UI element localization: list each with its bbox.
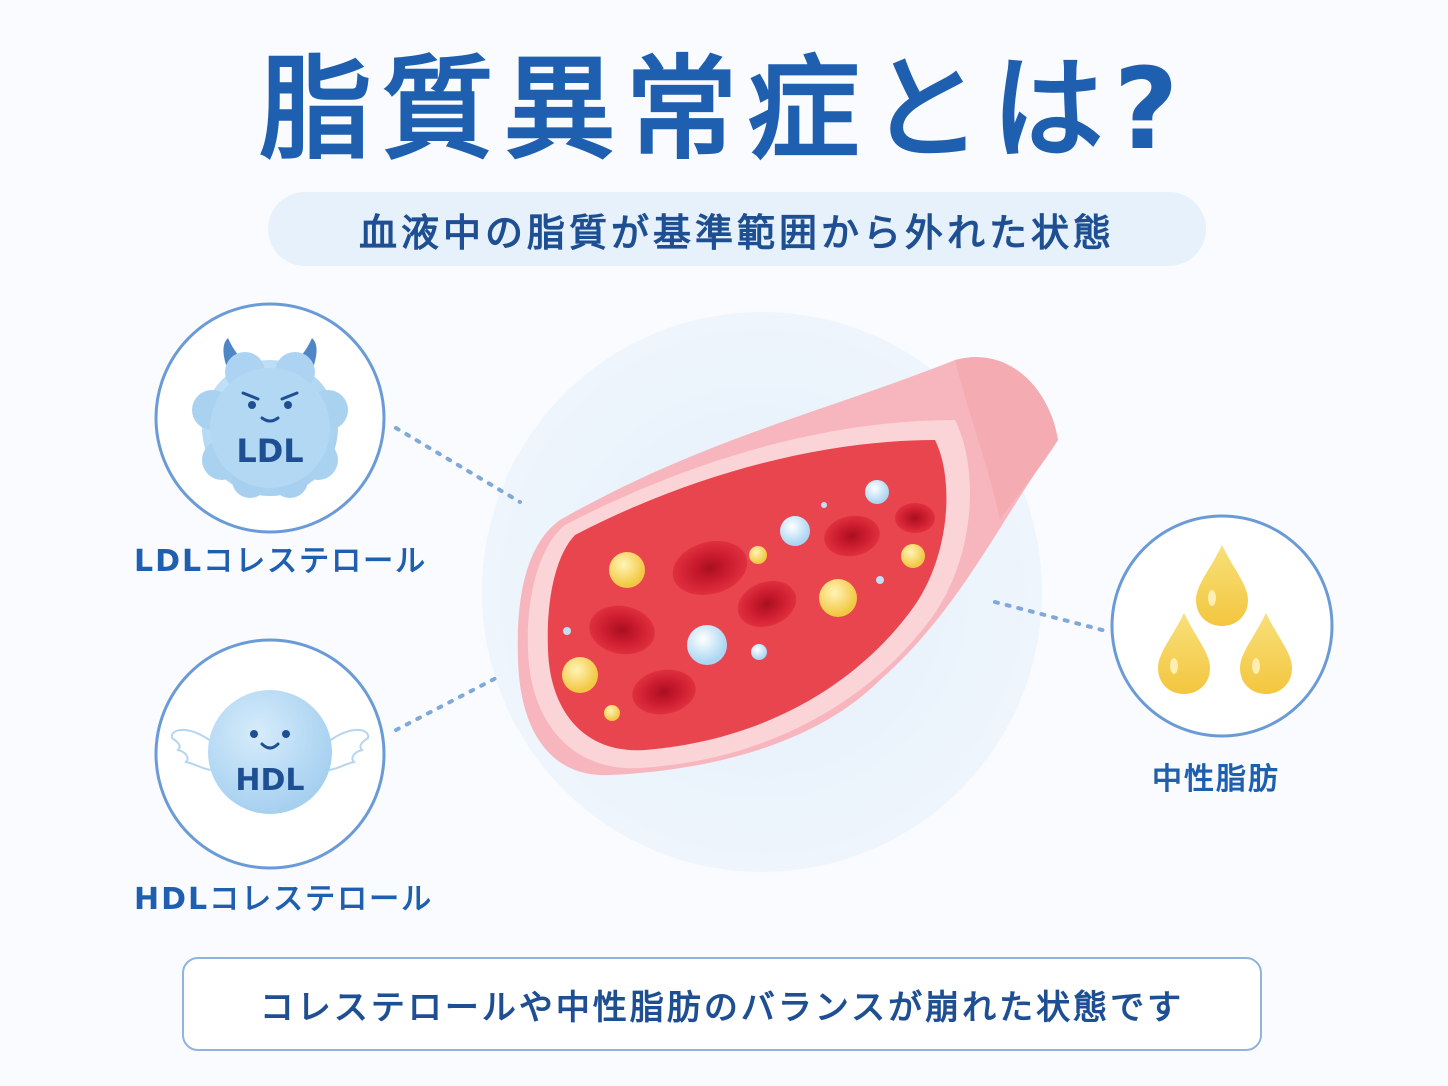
triglyceride-circle — [1110, 514, 1334, 738]
triglyceride-caption: 中性脂肪 — [1152, 762, 1280, 797]
ldl-caption: LDLコレステロール — [134, 544, 428, 579]
hdl-caption: HDLコレステロール — [134, 882, 434, 917]
bubble — [876, 576, 884, 584]
rbc — [632, 669, 696, 715]
bubble — [780, 516, 810, 546]
blood-vessel-icon — [517, 357, 1058, 776]
rbc — [589, 605, 655, 655]
hdl-badge-text: HDL — [235, 763, 304, 798]
red-blood-cells — [589, 503, 935, 715]
angel-ball-icon — [170, 690, 370, 814]
oil-drops-icon — [1158, 545, 1292, 694]
rbc — [672, 541, 748, 595]
rbc — [737, 580, 797, 628]
bubbles — [563, 480, 889, 665]
bottom-note-text: コレステロールや中性脂肪のバランスが崩れた状態です — [259, 987, 1185, 1028]
hdl-circle: HDL — [154, 638, 386, 870]
bubble — [821, 502, 827, 508]
subtitle-text: 血液中の脂質が基準範囲から外れた状態 — [358, 210, 1115, 255]
fat-particle — [901, 544, 925, 568]
fat-particle — [749, 546, 767, 564]
bottom-note-box: コレステロールや中性脂肪のバランスが崩れた状態です — [182, 957, 1262, 1051]
bubble — [865, 480, 889, 504]
rbc — [895, 503, 935, 533]
bubble — [563, 627, 571, 635]
page-title: 脂質異常症とは? — [259, 45, 1189, 175]
rbc — [824, 515, 880, 557]
ldl-circle: LDL — [154, 302, 386, 534]
fat-particles — [562, 544, 925, 721]
bubble — [687, 625, 727, 665]
fat-particle — [562, 657, 598, 693]
subtitle-pill: 血液中の脂質が基準範囲から外れた状態 — [268, 192, 1206, 266]
fat-particle — [609, 552, 645, 588]
fat-particle — [604, 705, 620, 721]
bubble — [751, 644, 767, 660]
connector-hdl — [394, 674, 502, 732]
connector-triglyceride — [993, 600, 1112, 634]
fat-particle — [819, 579, 857, 617]
devil-cloud-icon — [192, 338, 348, 498]
connector-ldl — [394, 426, 522, 504]
ldl-badge-text: LDL — [236, 432, 303, 470]
